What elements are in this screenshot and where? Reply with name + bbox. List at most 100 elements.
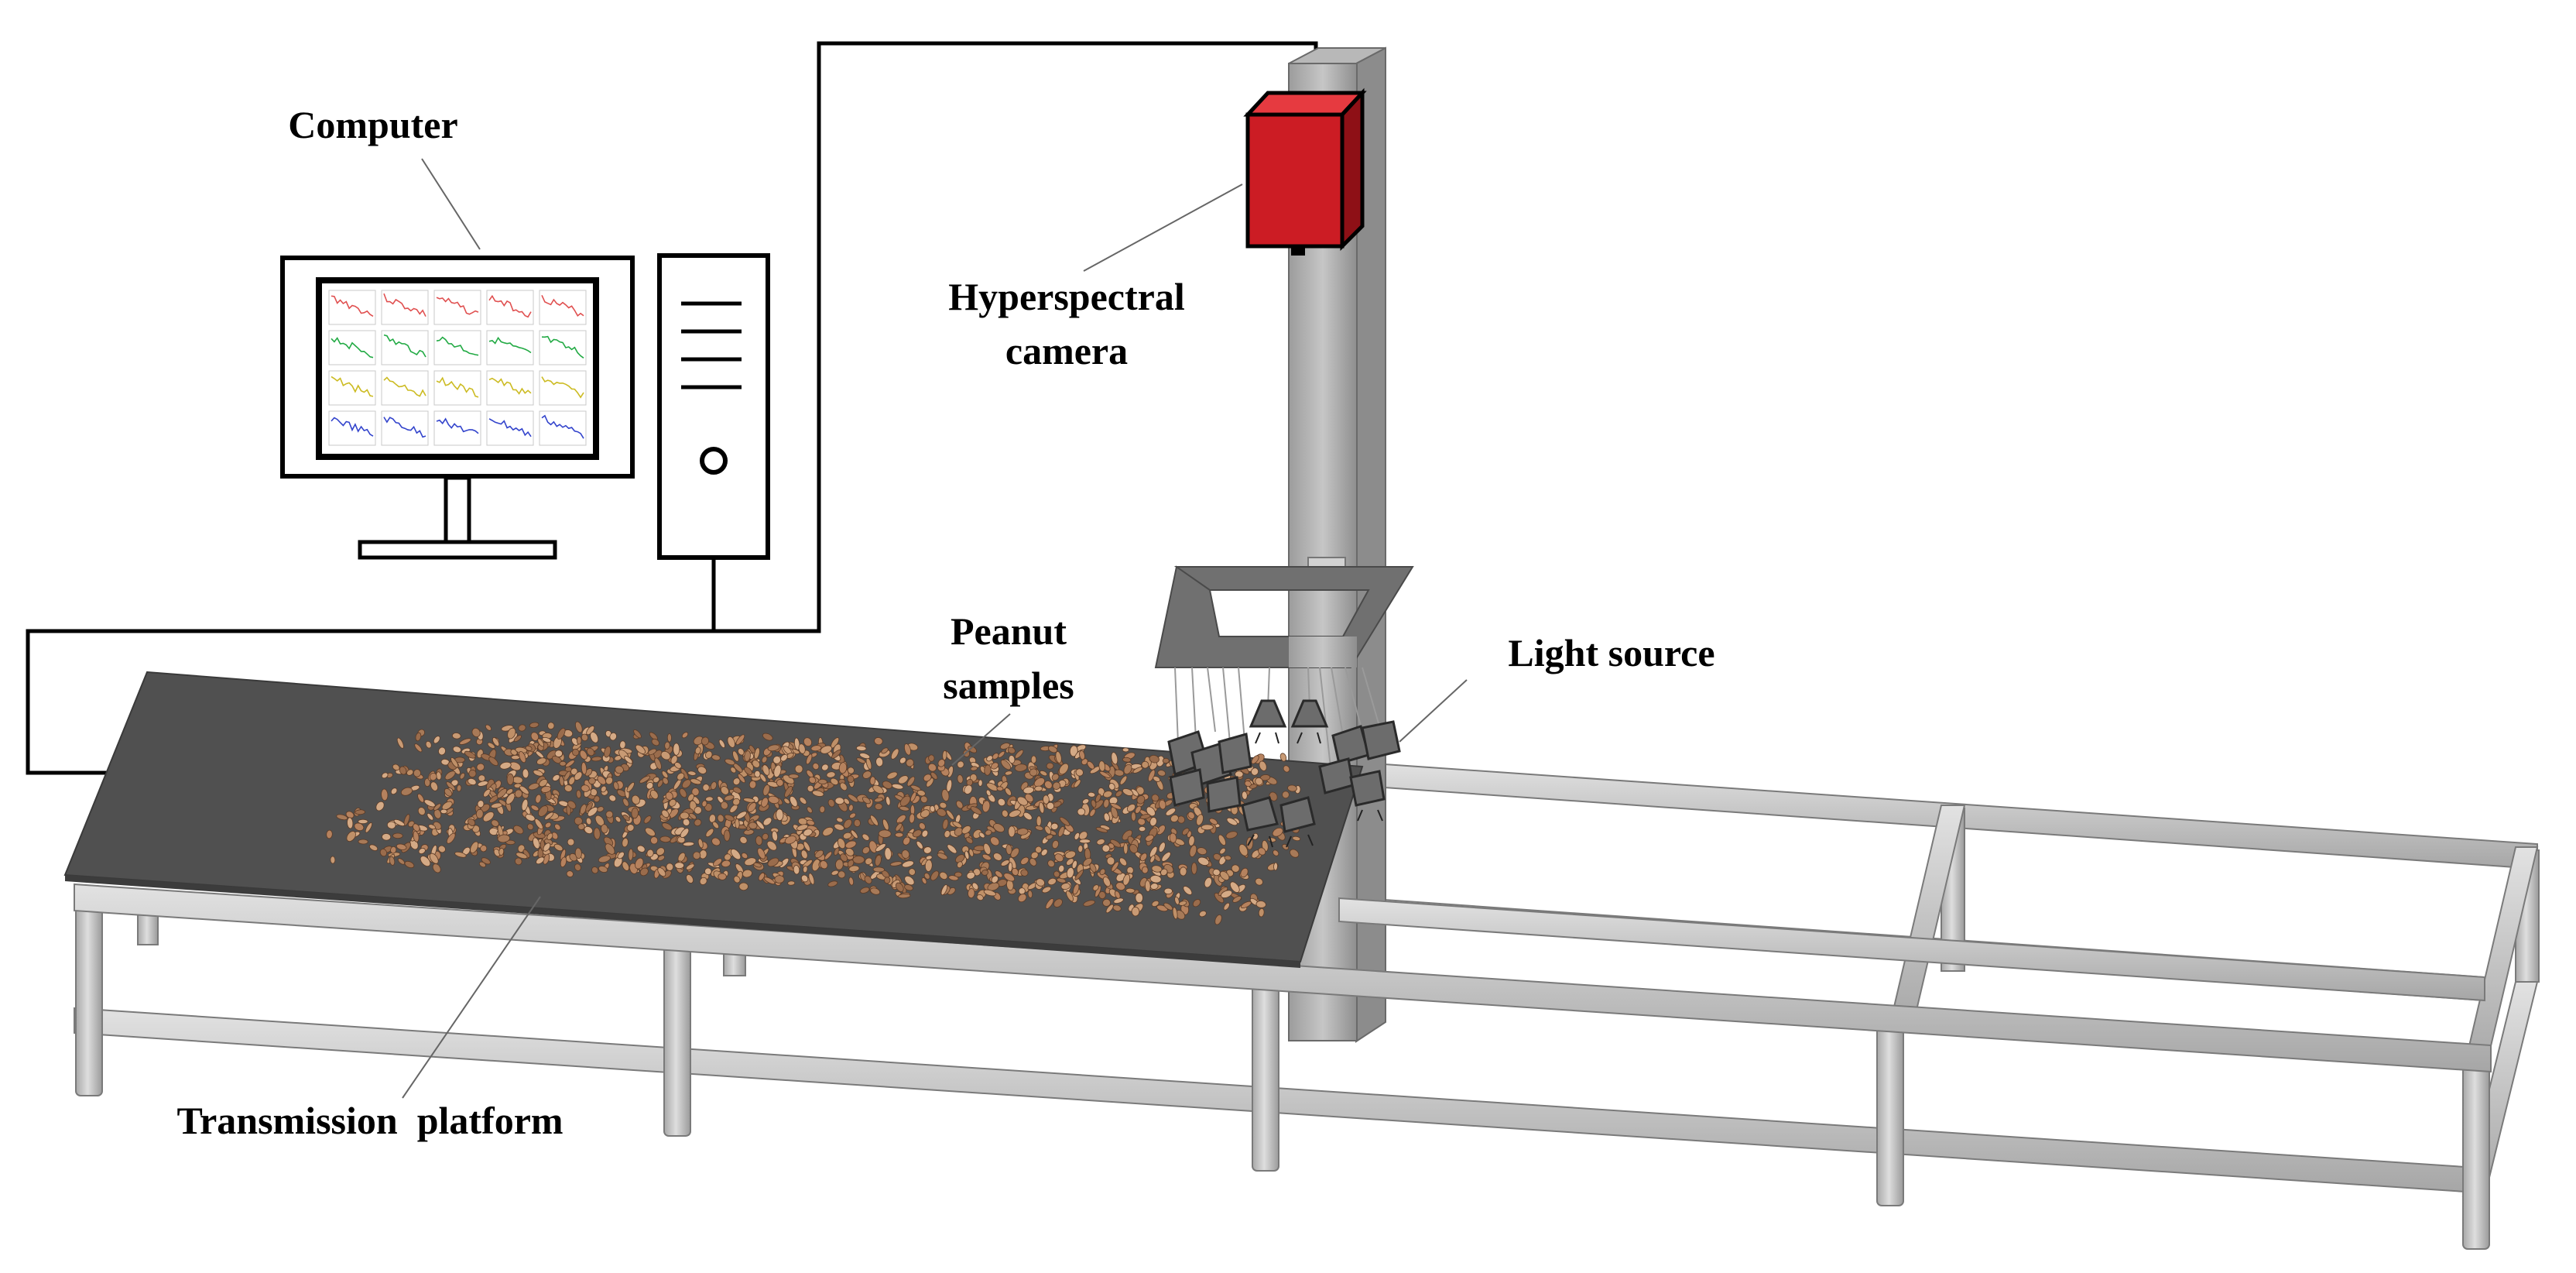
peanut bbox=[971, 882, 979, 890]
peanut bbox=[1149, 874, 1162, 884]
peanut bbox=[848, 794, 858, 803]
peanut bbox=[929, 805, 936, 813]
power-button bbox=[700, 447, 728, 475]
computer bbox=[280, 253, 770, 560]
peanut bbox=[1169, 832, 1177, 843]
peanut bbox=[710, 781, 718, 790]
peanut bbox=[694, 746, 701, 755]
peanut bbox=[535, 794, 542, 804]
mini-plot-curve bbox=[383, 293, 426, 317]
peanut bbox=[543, 842, 551, 852]
peanut bbox=[518, 724, 526, 732]
peanut bbox=[724, 794, 735, 801]
peanut bbox=[1018, 894, 1027, 903]
peanut bbox=[530, 805, 540, 811]
peanut bbox=[1059, 763, 1069, 775]
peanut bbox=[1096, 839, 1105, 846]
peanut bbox=[597, 775, 607, 785]
peanut bbox=[336, 814, 348, 821]
peanut bbox=[444, 770, 456, 781]
peanut bbox=[948, 875, 959, 881]
peanut bbox=[834, 823, 844, 831]
peanut bbox=[603, 836, 614, 846]
peanut bbox=[507, 727, 516, 739]
peanut bbox=[1232, 895, 1242, 903]
peanut bbox=[918, 822, 926, 830]
peanut bbox=[946, 779, 953, 792]
peanut bbox=[588, 777, 596, 785]
peanut bbox=[1054, 853, 1064, 863]
peanut bbox=[679, 788, 687, 798]
peanut bbox=[686, 863, 695, 870]
peanut bbox=[690, 778, 702, 785]
peanut bbox=[521, 798, 529, 811]
peanut bbox=[732, 777, 741, 786]
peanut bbox=[1108, 783, 1115, 791]
peanut bbox=[1058, 864, 1065, 873]
peanut bbox=[862, 833, 870, 841]
peanut bbox=[848, 865, 860, 873]
peanut bbox=[939, 871, 948, 880]
peanut bbox=[1083, 900, 1095, 907]
peanut bbox=[593, 827, 601, 840]
peanut bbox=[766, 840, 777, 851]
peanut bbox=[1149, 817, 1157, 827]
peanut bbox=[587, 806, 598, 817]
peanut bbox=[560, 856, 567, 868]
peanut bbox=[872, 866, 885, 873]
mini-plot-curve bbox=[541, 414, 584, 439]
mini-plot-frame bbox=[381, 370, 429, 406]
peanut bbox=[347, 817, 354, 829]
peanut bbox=[470, 841, 479, 854]
peanut bbox=[954, 827, 964, 836]
peanut bbox=[433, 736, 440, 744]
peanut bbox=[747, 802, 757, 813]
peanut bbox=[576, 736, 582, 745]
peanut bbox=[452, 746, 462, 753]
peanut bbox=[579, 750, 587, 760]
computer-label: Computer bbox=[288, 103, 457, 146]
peanut bbox=[631, 794, 640, 805]
peanut bbox=[1055, 751, 1062, 763]
peanut bbox=[923, 774, 932, 782]
peanut bbox=[899, 757, 906, 764]
peanut bbox=[666, 733, 672, 743]
peanut bbox=[430, 781, 438, 791]
peanut bbox=[898, 894, 911, 899]
platform-leader bbox=[402, 896, 541, 1099]
peanut bbox=[403, 814, 410, 826]
peanut bbox=[864, 875, 872, 884]
peanut bbox=[965, 836, 974, 844]
peanut bbox=[379, 849, 388, 857]
peanut bbox=[737, 774, 746, 784]
peanut bbox=[480, 845, 488, 853]
lamp bbox=[1290, 699, 1329, 728]
peanut bbox=[985, 829, 992, 836]
peanut bbox=[1131, 811, 1136, 822]
peanut bbox=[1273, 862, 1278, 871]
peanut bbox=[1053, 898, 1063, 908]
peanut bbox=[522, 768, 529, 779]
peanut bbox=[565, 760, 575, 768]
peanut bbox=[392, 763, 400, 771]
peanut bbox=[382, 833, 392, 841]
peanut bbox=[1035, 825, 1043, 831]
peanut bbox=[763, 877, 776, 885]
peanut bbox=[1094, 794, 1101, 803]
peanut bbox=[772, 756, 781, 764]
peanut bbox=[496, 787, 508, 798]
peanut bbox=[605, 776, 614, 785]
peanut bbox=[735, 734, 745, 746]
lamp bbox=[1349, 770, 1386, 807]
peanut bbox=[807, 784, 814, 792]
peanut bbox=[1059, 816, 1070, 826]
peanut bbox=[999, 743, 1011, 750]
peanut bbox=[831, 870, 839, 876]
peanut bbox=[1196, 814, 1204, 826]
peanut bbox=[787, 880, 796, 886]
peanut bbox=[1177, 815, 1185, 824]
monitor-base bbox=[358, 540, 557, 560]
peanut bbox=[831, 750, 841, 759]
mini-plot-curve bbox=[331, 417, 374, 437]
table-leg bbox=[1876, 1015, 1904, 1206]
